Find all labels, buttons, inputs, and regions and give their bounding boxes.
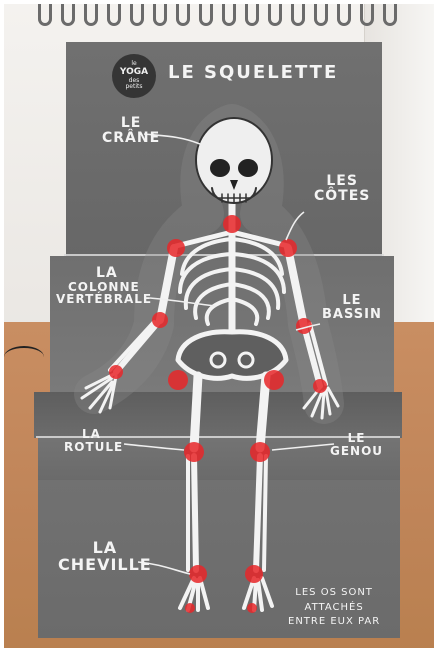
label-colonne-vertebrale: LA COLONNE VERTÉBRALE — [56, 266, 152, 306]
label-cotes: LES CÔTES — [314, 174, 370, 203]
poster-note: LES OS SONT ATTACHÉS ENTRE EUX PAR — [288, 586, 380, 630]
photo: le YOGA des petits LE SQUELETTE LE CRÂNE… — [4, 4, 434, 648]
label-rotule: LA ROTULE — [64, 428, 123, 453]
poster-title: LE SQUELETTE — [168, 64, 338, 83]
yoga-des-petits-logo: le YOGA des petits — [112, 54, 156, 98]
label-genou: LE GENOU — [330, 432, 383, 457]
label-bassin: LE BASSIN — [322, 294, 382, 321]
label-cheville: LA CHEVILLE — [58, 540, 152, 574]
label-crane: LE CRÂNE — [102, 116, 160, 145]
